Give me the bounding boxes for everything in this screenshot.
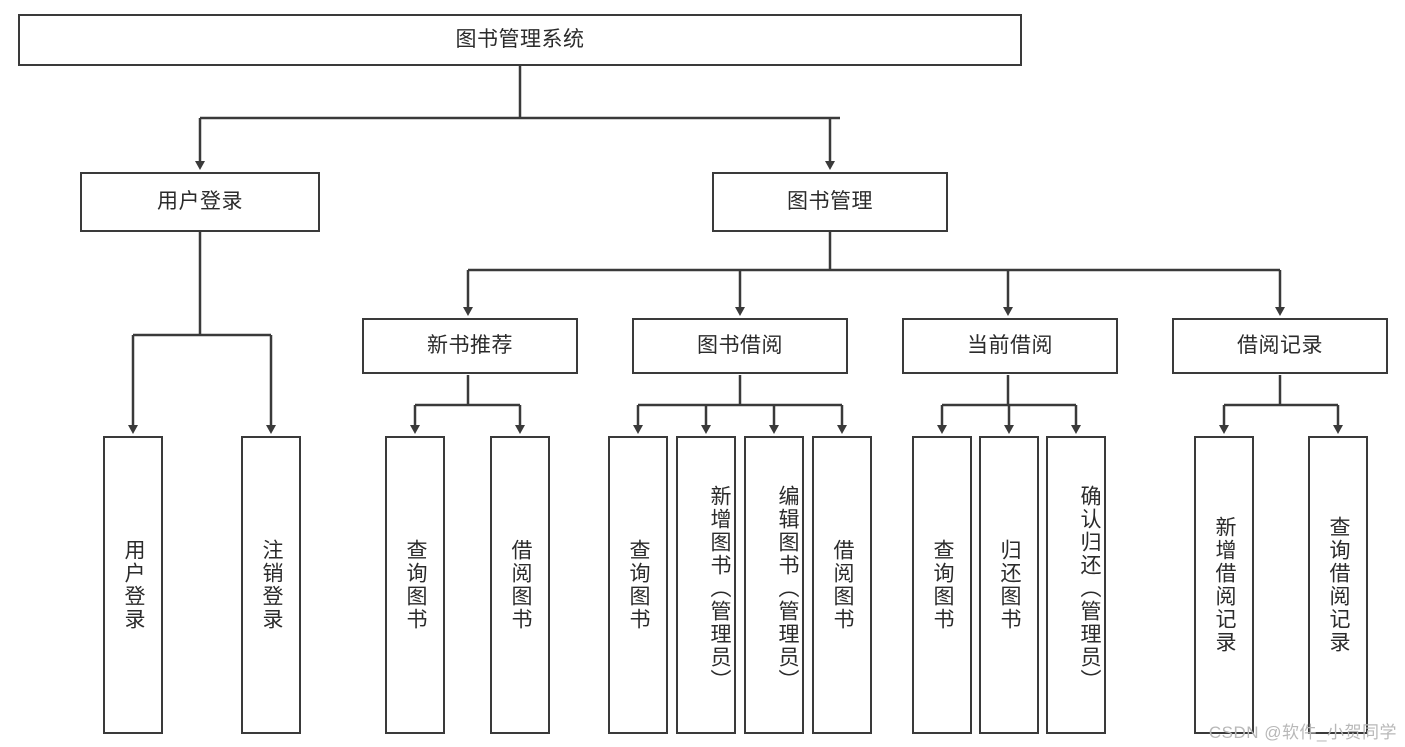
- node-book-management-label: 图书管理: [787, 190, 873, 214]
- leaf-records-add-record-label: 新增借阅记录: [1213, 516, 1236, 654]
- leaf-current-confirm-return-label: 确认归还（管理员）: [1078, 484, 1101, 692]
- leaf-current-query-book[interactable]: 查询图书: [912, 436, 972, 734]
- leaf-borrow-query-book[interactable]: 查询图书: [608, 436, 668, 734]
- leaf-borrow-add-book[interactable]: 新增图书（管理员）: [676, 436, 736, 734]
- leaf-new-book-borrow[interactable]: 借阅图书: [490, 436, 550, 734]
- leaf-user-login-logout[interactable]: 注销登录: [241, 436, 301, 734]
- node-borrow-records[interactable]: 借阅记录: [1172, 318, 1388, 374]
- node-user-login-label: 用户登录: [157, 190, 243, 214]
- leaf-current-return-book-label: 归还图书: [998, 539, 1021, 631]
- watermark-text: CSDN @软件_小贺同学: [1208, 723, 1397, 742]
- leaf-borrow-borrow-book-label: 借阅图书: [831, 539, 854, 631]
- node-borrow-records-label: 借阅记录: [1237, 334, 1323, 358]
- leaf-records-add-record[interactable]: 新增借阅记录: [1194, 436, 1254, 734]
- leaf-user-login-login[interactable]: 用户登录: [103, 436, 163, 734]
- leaf-borrow-edit-book[interactable]: 编辑图书（管理员）: [744, 436, 804, 734]
- leaf-borrow-query-book-label: 查询图书: [627, 539, 650, 631]
- leaf-borrow-borrow-book[interactable]: 借阅图书: [812, 436, 872, 734]
- leaf-user-login-logout-label: 注销登录: [260, 539, 283, 631]
- node-root[interactable]: 图书管理系统: [18, 14, 1022, 66]
- node-current-borrow-label: 当前借阅: [967, 334, 1053, 358]
- leaf-new-book-query-label: 查询图书: [404, 539, 427, 631]
- leaf-borrow-add-book-label: 新增图书（管理员）: [708, 484, 731, 692]
- node-current-borrow[interactable]: 当前借阅: [902, 318, 1118, 374]
- node-new-book-recommend-label: 新书推荐: [427, 334, 513, 358]
- leaf-borrow-edit-book-label: 编辑图书（管理员）: [776, 484, 799, 692]
- node-root-label: 图书管理系统: [455, 28, 585, 52]
- node-user-login[interactable]: 用户登录: [80, 172, 320, 232]
- node-book-borrow-label: 图书借阅: [697, 334, 783, 358]
- node-book-management[interactable]: 图书管理: [712, 172, 948, 232]
- leaf-current-query-book-label: 查询图书: [931, 539, 954, 631]
- leaf-records-query-record[interactable]: 查询借阅记录: [1308, 436, 1368, 734]
- leaf-current-confirm-return[interactable]: 确认归还（管理员）: [1046, 436, 1106, 734]
- leaf-new-book-borrow-label: 借阅图书: [509, 539, 532, 631]
- leaf-new-book-query[interactable]: 查询图书: [385, 436, 445, 734]
- node-new-book-recommend[interactable]: 新书推荐: [362, 318, 578, 374]
- leaf-user-login-login-label: 用户登录: [122, 539, 145, 631]
- leaf-current-return-book[interactable]: 归还图书: [979, 436, 1039, 734]
- leaf-records-query-record-label: 查询借阅记录: [1327, 516, 1350, 654]
- node-book-borrow[interactable]: 图书借阅: [632, 318, 848, 374]
